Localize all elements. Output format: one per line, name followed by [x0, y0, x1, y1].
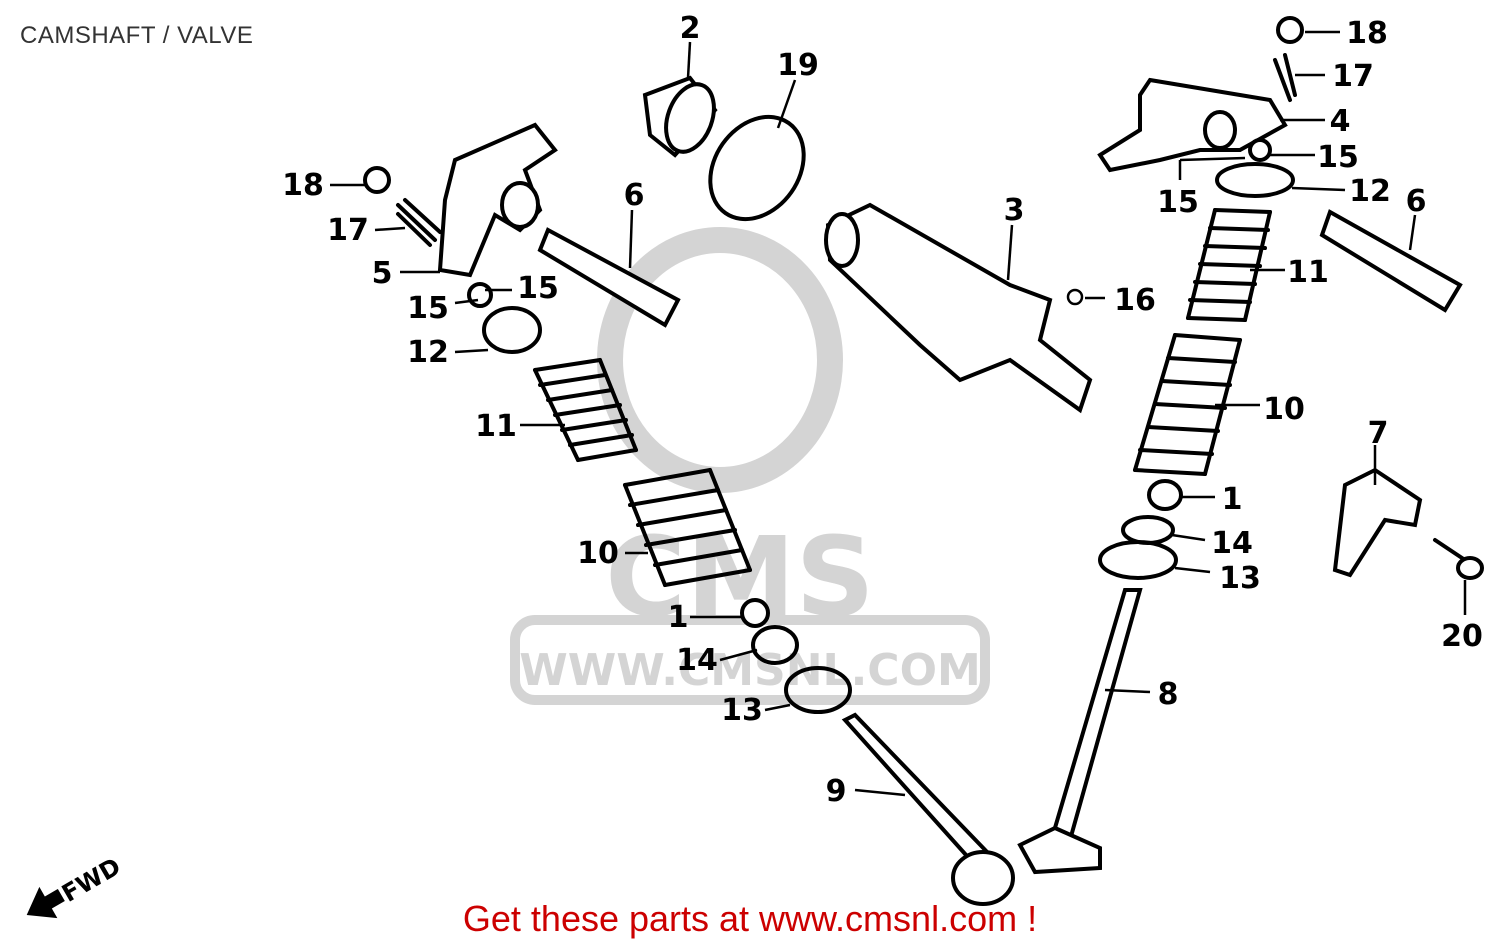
part-7-plate	[1332, 467, 1423, 578]
callout-6: 6	[624, 178, 645, 213]
callout-6: 6	[1406, 184, 1427, 219]
part-5-rocker-arm	[437, 122, 558, 278]
callout-10: 10	[577, 536, 619, 571]
part-12-retainer-left	[482, 306, 542, 354]
callout-1: 1	[1222, 482, 1243, 517]
watermark-url-text: WWW.CMSNL.COM	[519, 645, 981, 696]
part-17-screw-left	[396, 198, 442, 247]
part-12-retainer-right	[1215, 162, 1295, 198]
get-parts-link[interactable]: Get these parts at www.cmsnl.com !	[462, 898, 1038, 939]
part-19-o-ring	[708, 114, 806, 222]
part-13-seat-right	[1098, 540, 1178, 580]
part-15-cotter-left	[467, 282, 493, 308]
callouts: 2 19 18 17 5 15 15 12 6 11 10 1 14 13 9 …	[282, 11, 1483, 809]
part-15-cotter-right	[1248, 138, 1272, 162]
page-title: CAMSHAFT / VALVE	[20, 22, 254, 49]
callout-10: 10	[1263, 392, 1305, 427]
callout-5: 5	[372, 256, 393, 291]
part-18-nut-right	[1276, 16, 1304, 44]
callout-13: 13	[1219, 561, 1261, 596]
watermark-logo-text: CMS	[605, 513, 874, 641]
callout-8: 8	[1158, 677, 1179, 712]
part-6-shaft-left	[537, 227, 681, 328]
part-10-outer-spring-left	[623, 468, 752, 587]
part-3-camshaft	[824, 202, 1093, 414]
callout-16-marker	[1066, 288, 1084, 306]
callout-11: 11	[1287, 255, 1329, 290]
callout-15: 15	[1317, 140, 1359, 175]
part-11-inner-spring-left	[533, 358, 638, 462]
callout-20: 20	[1441, 619, 1483, 654]
watermark-mascot-head	[597, 227, 843, 493]
part-1-cotter-right	[1147, 479, 1183, 511]
part-8-valve	[1017, 588, 1143, 875]
callout-1: 1	[668, 600, 689, 635]
callout-17: 17	[1332, 59, 1374, 94]
callout-19: 19	[777, 48, 819, 83]
part-14-seal-right	[1121, 515, 1175, 545]
part-18-nut-left	[363, 166, 391, 194]
part-17-screw-right	[1273, 53, 1297, 102]
callout-17: 17	[327, 213, 369, 248]
callout-14: 14	[676, 643, 718, 678]
part-10-outer-spring-right	[1133, 333, 1242, 476]
callout-9: 9	[826, 774, 847, 809]
callout-3: 3	[1004, 193, 1025, 228]
part-11-inner-spring-right	[1186, 208, 1272, 322]
callout-4: 4	[1330, 104, 1351, 139]
callout-18: 18	[282, 168, 324, 203]
callout-2: 2	[680, 11, 701, 46]
callout-11: 11	[475, 409, 517, 444]
part-14-seal-left	[751, 625, 799, 665]
part-2-bushing	[642, 75, 718, 158]
callout-15: 15	[517, 271, 559, 306]
callout-12: 12	[1349, 174, 1391, 209]
callout-15: 15	[407, 291, 449, 326]
part-20-bolt	[1433, 538, 1484, 580]
part-13-seat-left	[784, 666, 852, 714]
callout-13: 13	[721, 693, 763, 728]
callout-16: 16	[1114, 283, 1156, 318]
callout-14: 14	[1211, 526, 1253, 561]
callout-18: 18	[1346, 16, 1388, 51]
callout-12: 12	[407, 335, 449, 370]
part-4-rocker-arm	[1097, 77, 1288, 173]
callout-15: 15	[1157, 185, 1199, 220]
part-9-valve	[841, 712, 1015, 906]
part-6-shaft-right	[1319, 209, 1463, 313]
leader-lines	[330, 30, 1467, 797]
fwd-arrow-icon	[26, 886, 65, 919]
callout-7: 7	[1368, 416, 1389, 451]
part-1-cotter-left	[740, 598, 770, 628]
